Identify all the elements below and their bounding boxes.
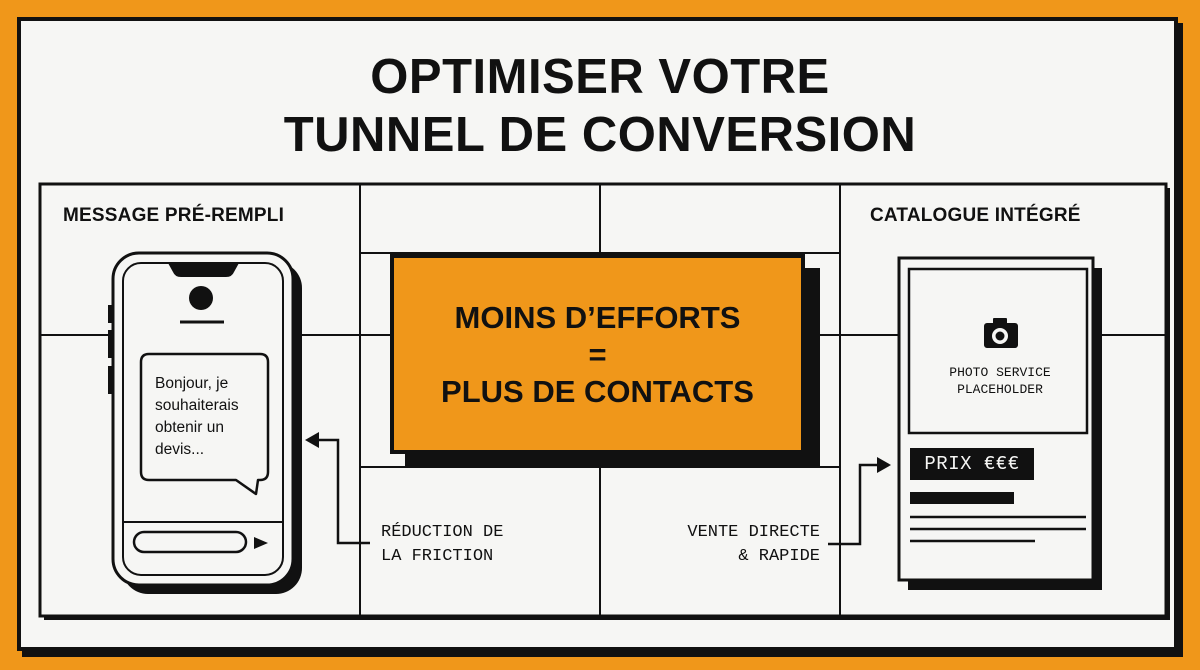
annotation-friction-line-1: RÉDUCTION DE — [381, 523, 504, 542]
arrow-right-icon — [828, 457, 891, 546]
title-line-1: OPTIMISER VOTRE — [370, 50, 830, 104]
section-label-prefilled-message: MESSAGE PRÉ-REMPLI — [63, 205, 285, 226]
center-line-2: = — [588, 336, 607, 372]
title-line-2: TUNNEL DE CONVERSION — [283, 108, 917, 162]
center-line-3: PLUS DE CONTACTS — [441, 373, 754, 409]
annotation-direct-sale: VENTE DIRECTE & RAPIDE — [640, 521, 820, 569]
annotation-friction-line-2: LA FRICTION — [381, 547, 494, 566]
center-line-1: MOINS D’EFFORTS — [454, 299, 741, 335]
photo-label-line-2: PLACEHOLDER — [957, 382, 1043, 397]
price-tag: PRIX €€€ — [910, 448, 1034, 480]
avatar-icon — [189, 286, 213, 310]
product-card-icon — [897, 256, 1102, 590]
center-highlight-box: MOINS D’EFFORTS = PLUS DE CONTACTS — [390, 254, 805, 454]
chat-message: Bonjour, je souhaiterais obtenir un devi… — [155, 375, 239, 458]
speech-bubble-icon — [139, 352, 270, 496]
send-icon — [254, 537, 268, 549]
section-label-catalogue: CATALOGUE INTÉGRÉ — [870, 205, 1081, 226]
annotation-friction: RÉDUCTION DE LA FRICTION — [381, 521, 503, 569]
page-title: OPTIMISER VOTRE TUNNEL DE CONVERSION — [0, 48, 1200, 164]
annotation-direct-sale-line-2: & RAPIDE — [738, 547, 820, 566]
annotation-direct-sale-line-1: VENTE DIRECTE — [687, 523, 820, 542]
arrow-left-icon — [305, 432, 370, 545]
photo-label-line-1: PHOTO SERVICE — [949, 365, 1051, 380]
camera-icon — [984, 318, 1018, 348]
photo-placeholder-label: PHOTO SERVICE PLACEHOLDER — [910, 364, 1090, 398]
